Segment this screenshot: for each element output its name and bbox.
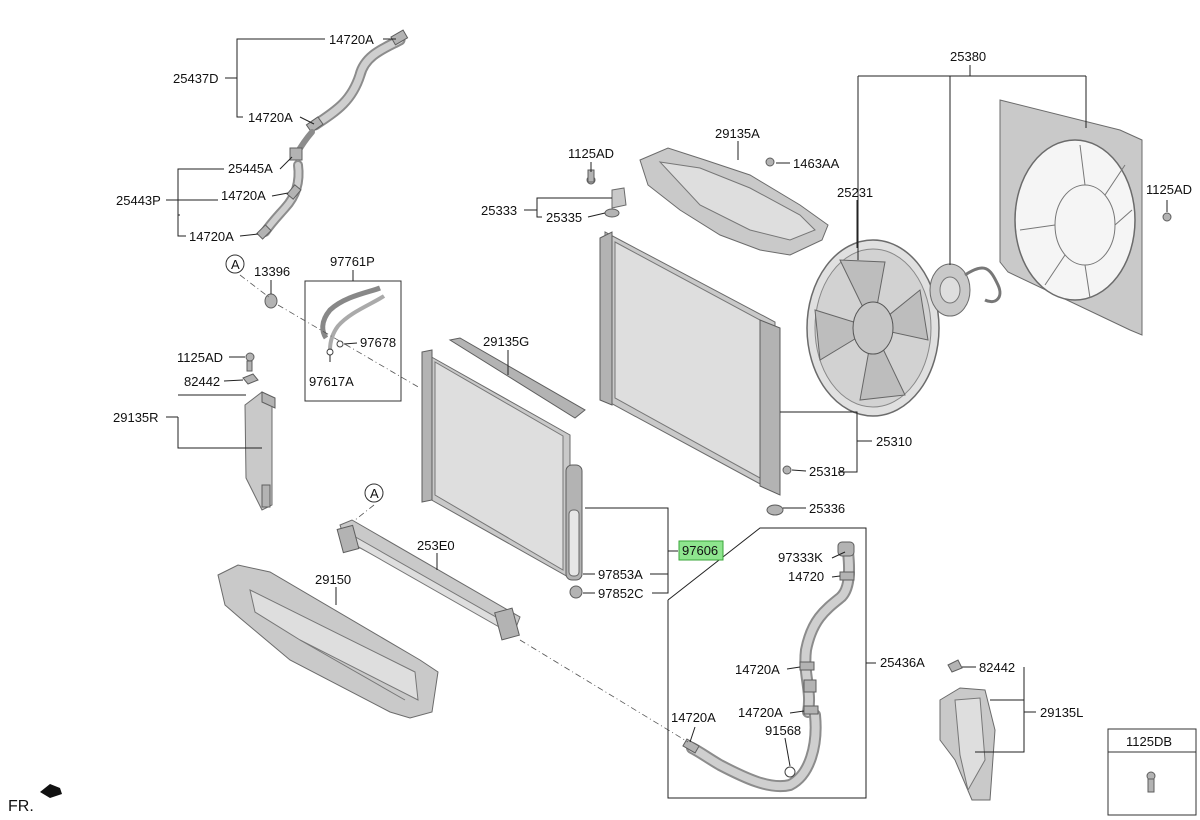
legend-box-1125db [1107, 728, 1197, 816]
hose-25437d[interactable] [305, 29, 409, 133]
label-97606[interactable]: 97606 [682, 543, 718, 558]
label-1125ad-right[interactable]: 1125AD [1146, 182, 1192, 197]
strip-29135g[interactable] [448, 337, 586, 419]
label-14720a-4[interactable]: 14720A [189, 229, 234, 244]
label-29150[interactable]: 29150 [315, 572, 351, 587]
dashline-4 [519, 639, 689, 743]
label-97853a[interactable]: 97853A [598, 567, 643, 582]
fan-25231[interactable] [806, 239, 940, 417]
guard-29135a[interactable] [639, 147, 829, 256]
label-97678[interactable]: 97678 [360, 335, 396, 350]
label-14720a-3[interactable]: 14720A [221, 188, 266, 203]
label-29135l[interactable]: 29135L [1040, 705, 1083, 720]
plug-25318 [782, 465, 792, 475]
label-1463aa[interactable]: 1463AA [793, 156, 840, 171]
label-25310[interactable]: 25310 [876, 434, 912, 449]
label-97761p[interactable]: 97761P [330, 254, 375, 269]
ref-circle-a-top [225, 254, 245, 274]
label-1125ad-left[interactable]: 1125AD [177, 350, 223, 365]
label-253e0[interactable]: 253E0 [417, 538, 455, 553]
highlight-97606 [678, 540, 724, 561]
label-29135a[interactable]: 29135A [715, 126, 760, 141]
front-arrow-icon [40, 784, 62, 798]
label-25436a[interactable]: 25436A [880, 655, 925, 670]
bolt-1125ad-left-shank [246, 360, 253, 372]
guard-29150[interactable] [217, 564, 439, 719]
label-a-mid: A [370, 486, 379, 501]
label-13396[interactable]: 13396 [254, 264, 290, 279]
label-82442-left[interactable]: 82442 [184, 374, 220, 389]
radiator-25310[interactable] [599, 231, 781, 496]
label-1125ad-mid[interactable]: 1125AD [568, 146, 614, 161]
label-25333[interactable]: 25333 [481, 203, 517, 218]
bolt-1463aa [765, 157, 775, 167]
label-29135r[interactable]: 29135R [113, 410, 159, 425]
condenser-97606[interactable] [421, 349, 583, 581]
panel-29135l[interactable] [939, 687, 996, 801]
fan-motor[interactable] [929, 263, 1002, 317]
label-25445a[interactable]: 25445A [228, 161, 273, 176]
clip-82442-left [242, 373, 259, 385]
panel-29135r[interactable] [244, 391, 276, 511]
label-front: FR. [8, 798, 34, 815]
label-25380[interactable]: 25380 [950, 49, 986, 64]
leader-lines [166, 38, 1168, 799]
shroud-25380[interactable] [999, 99, 1143, 336]
label-14720a-b3[interactable]: 14720A [738, 705, 783, 720]
cap-97852c [569, 585, 583, 599]
clip-82442-right [947, 659, 963, 673]
label-97852c[interactable]: 97852C [598, 586, 644, 601]
label-82442-right[interactable]: 82442 [979, 660, 1015, 675]
label-25443p[interactable]: 25443P [116, 193, 161, 208]
hose-25436a[interactable] [682, 541, 855, 793]
label-a-top: A [231, 257, 240, 272]
bolt-1125ad-right [1162, 212, 1172, 222]
label-14720a-b2[interactable]: 14720A [671, 710, 716, 725]
label-25231[interactable]: 25231 [837, 185, 873, 200]
dashline-1 [239, 274, 271, 299]
label-97617a[interactable]: 97617A [309, 374, 354, 389]
label-29135g[interactable]: 29135G [483, 334, 529, 349]
bracket-25333[interactable] [586, 169, 627, 218]
label-14720a-2[interactable]: 14720A [248, 110, 293, 125]
label-1125db[interactable]: 1125DB [1126, 734, 1172, 749]
label-25336[interactable]: 25336 [809, 501, 845, 516]
label-25318[interactable]: 25318 [809, 464, 845, 479]
bolt-1125ad-left [245, 352, 255, 362]
label-14720a-b1[interactable]: 14720A [735, 662, 780, 677]
label-14720a-top[interactable]: 14720A [329, 32, 374, 47]
cooler-253e0[interactable] [336, 519, 521, 641]
cap-25336 [766, 504, 784, 516]
label-14720[interactable]: 14720 [788, 569, 824, 584]
label-25437d[interactable]: 25437D [173, 71, 219, 86]
dashline-2 [277, 304, 421, 389]
label-97333k[interactable]: 97333K [778, 550, 823, 565]
label-91568[interactable]: 91568 [765, 723, 801, 738]
label-25335[interactable]: 25335 [546, 210, 582, 225]
part-13396[interactable] [264, 293, 278, 309]
hose-25445a[interactable] [256, 129, 315, 240]
dashline-3 [354, 504, 375, 521]
ref-circle-a-mid [364, 483, 384, 503]
